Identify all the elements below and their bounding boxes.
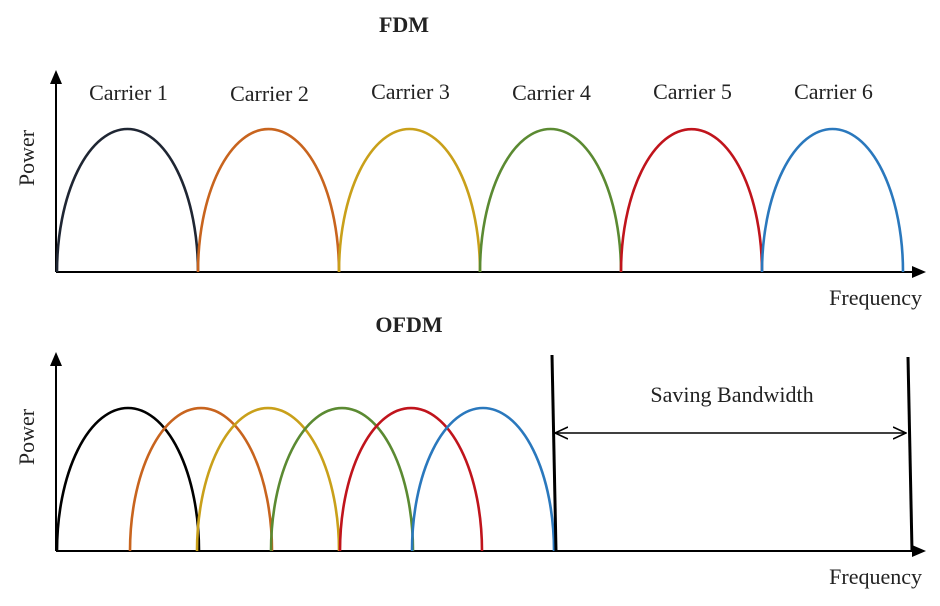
ofdm-carrier-3-curve [195, 406, 341, 552]
fdm-carrier-4-label: Carrier 4 [512, 80, 591, 105]
ofdm-carrier-4-curve [269, 406, 415, 552]
fdm-title: FDM [379, 12, 429, 37]
bandwidth-left-marker [550, 354, 558, 552]
fdm-carrier-5-label: Carrier 5 [653, 79, 732, 104]
ofdm-y-axis-arrow-icon [50, 352, 62, 366]
ofdm-y-axis-label: Power [14, 408, 39, 465]
fdm-carrier-5-curve [619, 127, 764, 273]
fdm-y-axis-arrow-icon [50, 70, 62, 84]
ofdm-title: OFDM [375, 312, 442, 337]
ofdm-carrier-2-curve [128, 406, 274, 552]
fdm-x-axis-arrow-icon [912, 266, 926, 278]
ofdm-x-axis-arrow-icon [912, 545, 926, 557]
fdm-carrier-1-label: Carrier 1 [89, 80, 168, 105]
ofdm-carrier-6-curve [410, 406, 556, 552]
ofdm-panel: OFDM Power Frequency Saving Bandwidth [14, 312, 926, 589]
fdm-carrier-3-curve [337, 127, 482, 273]
ofdm-carrier-5-curve [338, 406, 484, 552]
fdm-carrier-4-curve [478, 127, 623, 273]
ofdm-carrier-1-curve [55, 406, 201, 552]
fdm-x-axis-label: Frequency [829, 285, 922, 310]
saving-bandwidth-label: Saving Bandwidth [650, 382, 813, 407]
bandwidth-right-marker [906, 356, 914, 552]
ofdm-x-axis-label: Frequency [829, 564, 922, 589]
fdm-carrier-2-curve [196, 127, 341, 273]
fdm-carrier-2-label: Carrier 2 [230, 81, 309, 106]
fdm-carrier-1-curve [55, 127, 200, 273]
fdm-carrier-labels: Carrier 1 Carrier 2 Carrier 3 Carrier 4 Carr… [89, 79, 873, 106]
fdm-carrier-6-curve [760, 127, 905, 273]
fdm-y-axis-label: Power [14, 129, 39, 186]
fdm-carriers [55, 127, 905, 273]
ofdm-carriers [55, 406, 556, 552]
fdm-carrier-3-label: Carrier 3 [371, 79, 450, 104]
fdm-carrier-6-label: Carrier 6 [794, 79, 873, 104]
